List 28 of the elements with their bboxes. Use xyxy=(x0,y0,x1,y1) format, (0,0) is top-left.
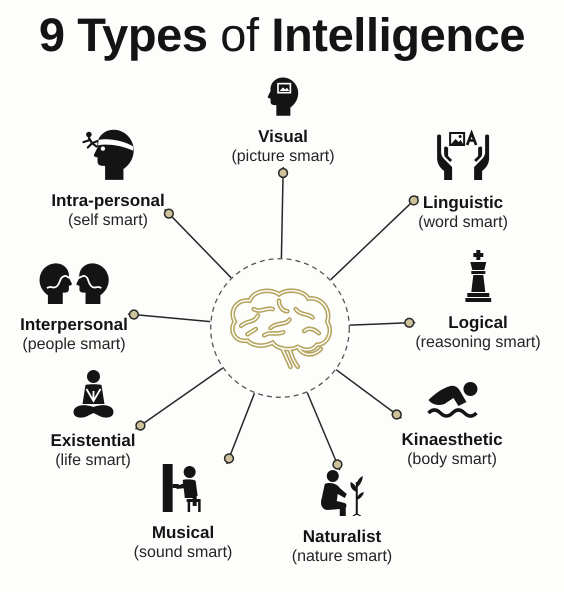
intelligence-name: Interpersonal xyxy=(20,314,128,335)
intelligence-description: (body smart) xyxy=(407,450,497,470)
connector-line xyxy=(135,367,224,431)
intelligence-description: (sound smart) xyxy=(134,543,232,563)
intelligence-description: (word smart) xyxy=(418,213,508,233)
connector-line xyxy=(278,166,288,258)
connector-line xyxy=(128,309,210,322)
intelligence-description: (reasoning smart) xyxy=(415,333,541,353)
title: 9 Types of Intelligence xyxy=(38,8,526,62)
intelligence-name: Naturalist xyxy=(302,526,382,547)
intelligence-description: (self smart) xyxy=(68,211,148,231)
intelligence-name: Visual xyxy=(258,126,308,147)
intelligence-description: (people smart) xyxy=(22,335,126,355)
intelligence-name: Logical xyxy=(448,312,508,333)
connector-line xyxy=(350,318,416,328)
connector-line xyxy=(336,369,402,420)
connector-line xyxy=(306,392,343,470)
intelligence-description: (nature smart) xyxy=(292,547,392,567)
connector-line xyxy=(224,392,256,464)
intelligence-name: Intra-personal xyxy=(51,190,165,211)
intelligence-name: Linguistic xyxy=(422,192,504,213)
intelligence-name: Existential xyxy=(50,430,136,451)
connector-line xyxy=(330,195,419,280)
intelligence-description: (life smart) xyxy=(55,451,131,471)
connector-line xyxy=(164,208,232,278)
intelligence-description: (picture smart) xyxy=(231,147,335,167)
intelligence-name: Kinaesthetic xyxy=(401,429,503,450)
intelligence-name: Musical xyxy=(152,522,214,543)
